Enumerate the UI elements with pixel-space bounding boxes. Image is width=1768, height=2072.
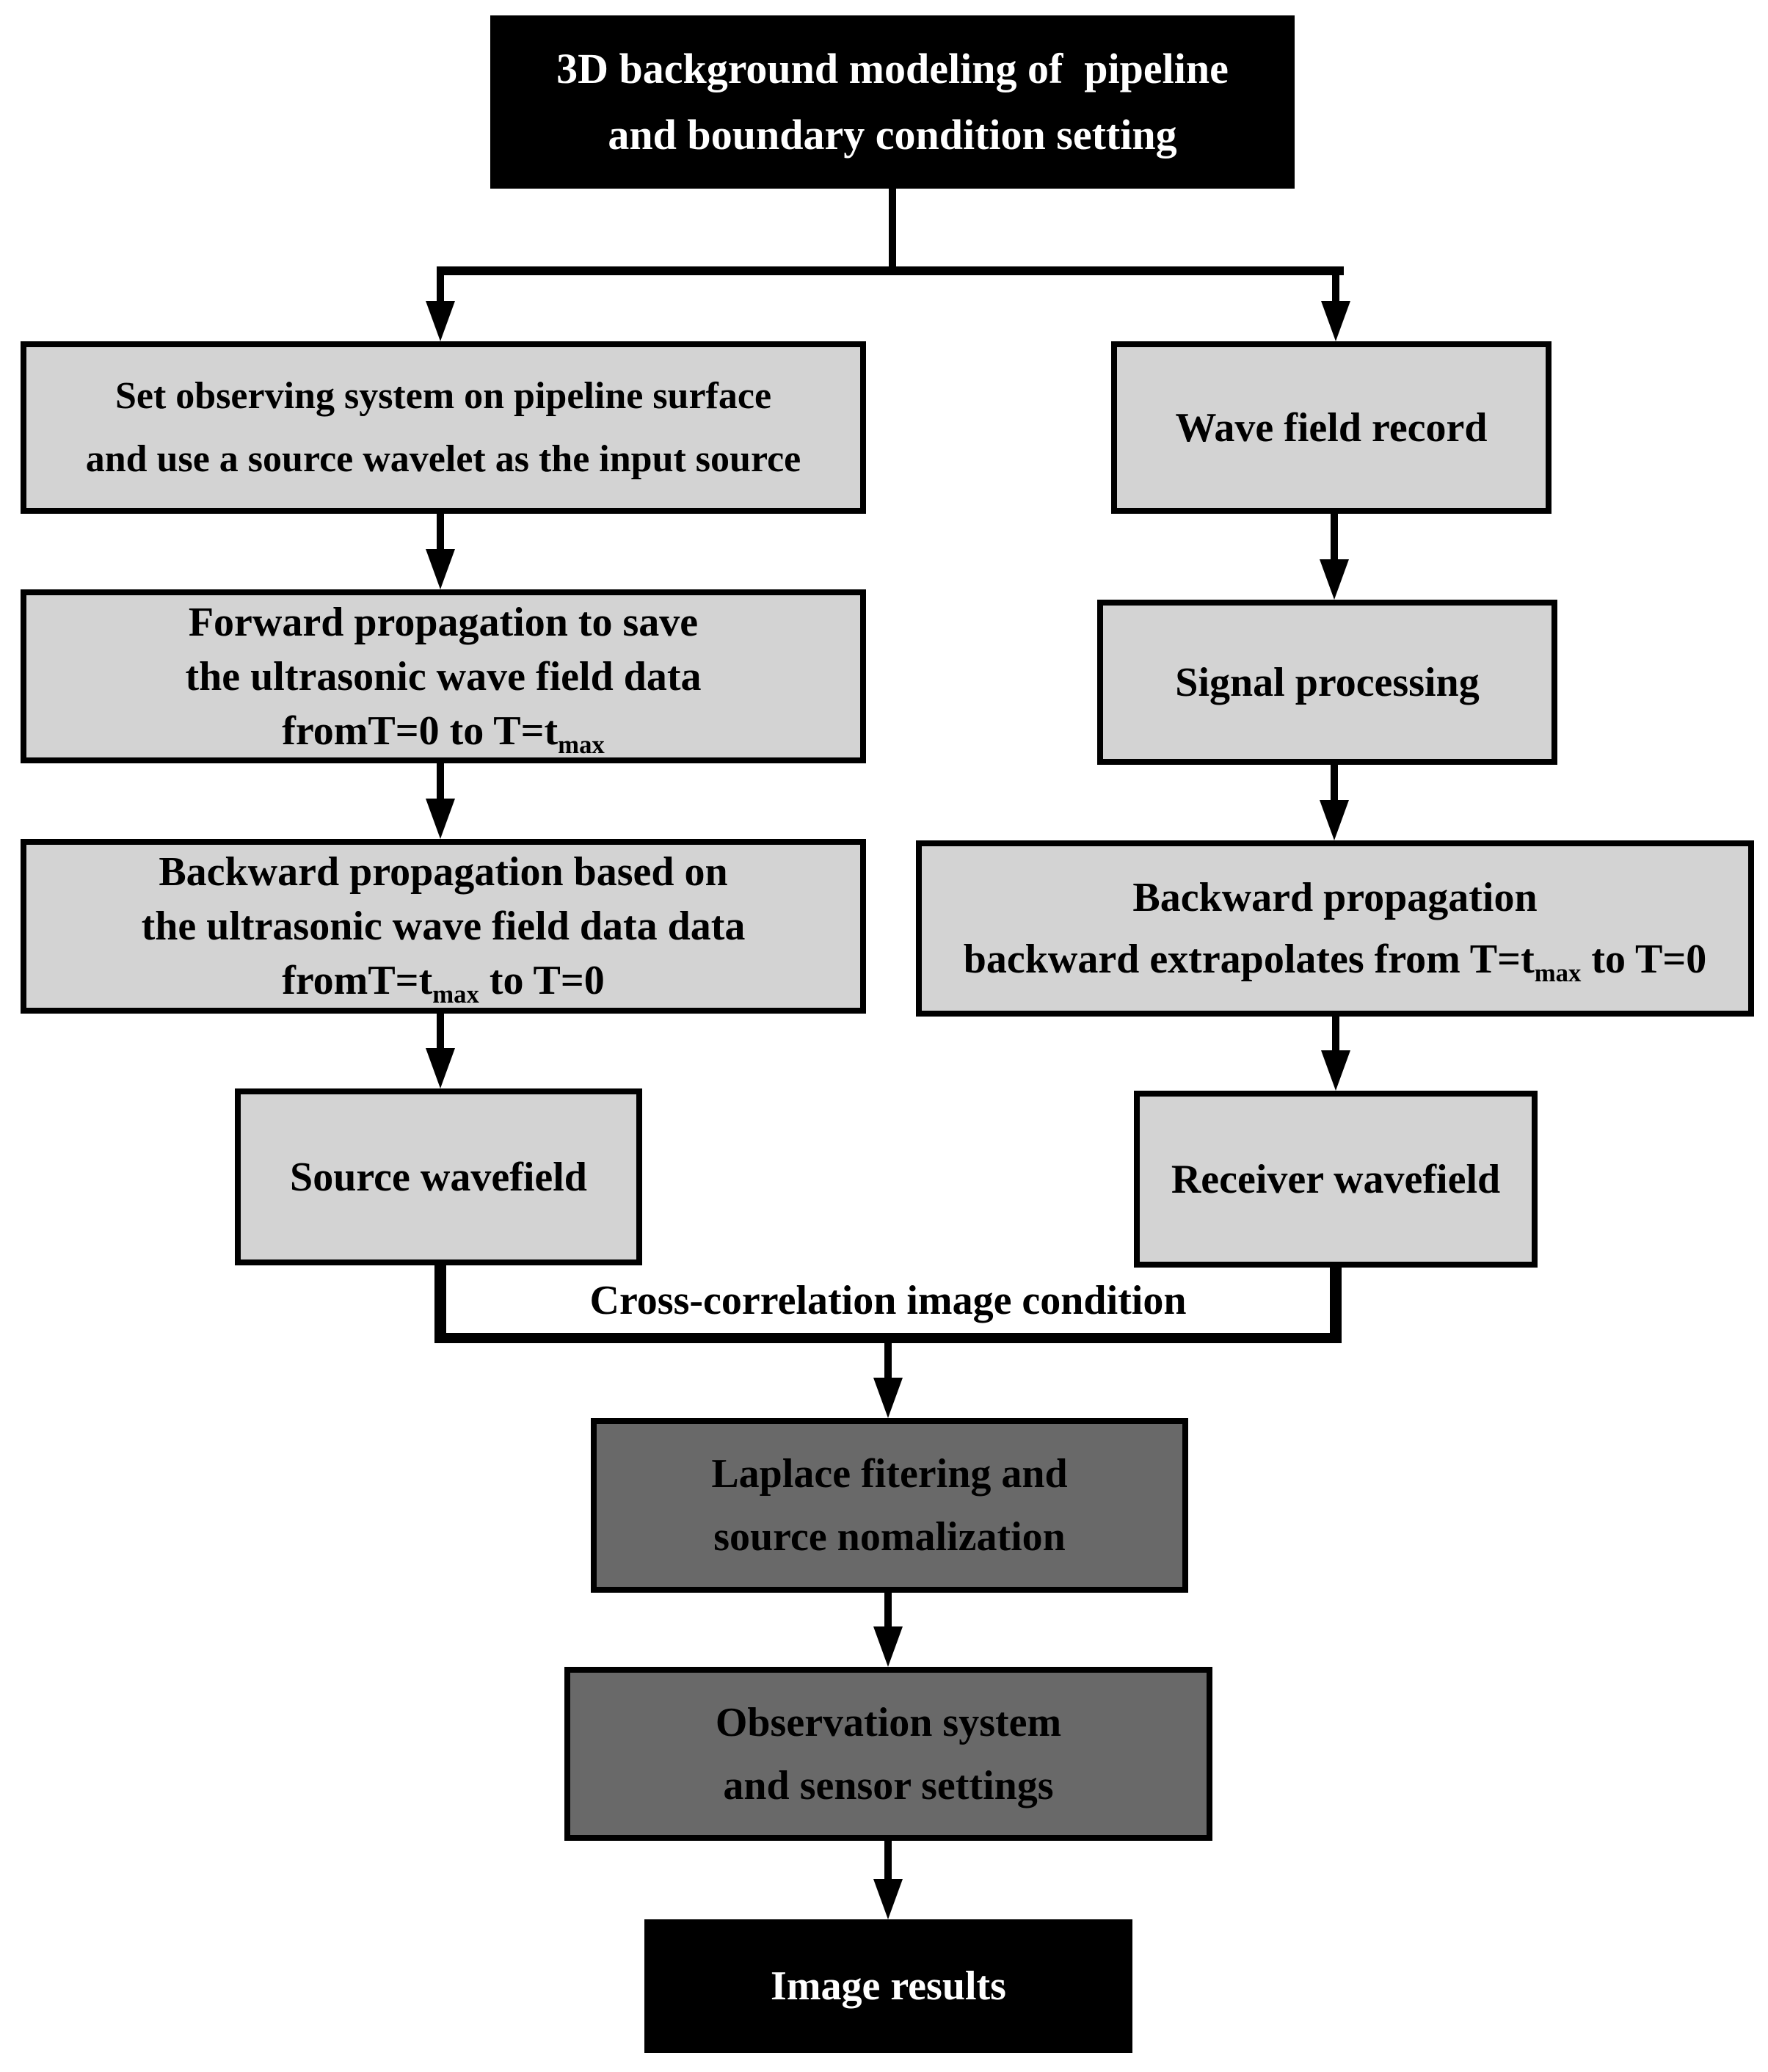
forward-line3: fromT=0 to T=tmax xyxy=(282,704,605,758)
arrowhead-to-forward xyxy=(426,549,455,589)
arrowhead-to-observing xyxy=(426,301,455,341)
backward-right-line2: backward extrapolates from T=tmax to T=0 xyxy=(964,928,1707,990)
backward-left-line3-sub: max xyxy=(432,980,479,1009)
arrowhead-to-observation xyxy=(873,1626,903,1667)
arrowhead-to-backward-right xyxy=(1320,800,1349,840)
forward-line1: Forward propagation to save xyxy=(188,599,699,645)
connector-source-to-bar xyxy=(434,1265,446,1343)
node-signal-processing: Signal processing xyxy=(1097,600,1557,765)
observing-line2: and use a source wavelet as the input so… xyxy=(85,437,801,480)
connector-observation-to-results xyxy=(884,1841,892,1881)
connector-split-left-drop xyxy=(437,266,444,303)
connector-laplace-to-observation xyxy=(884,1593,892,1629)
receiver-wavefield-label: Receiver wavefield xyxy=(1171,1156,1501,1202)
connector-forward-to-backward xyxy=(437,763,444,801)
laplace-line2: source nomalization xyxy=(713,1514,1066,1560)
observing-line1: Set observing system on pipeline surface xyxy=(114,374,772,417)
arrowhead-to-laplace xyxy=(873,1378,903,1418)
forward-line3-pre: fromT=0 to T=t xyxy=(282,708,559,754)
backward-right-line2-pre: backward extrapolates from T=t xyxy=(963,937,1535,982)
node-backward-propagation-left: Backward propagation based on the ultras… xyxy=(21,839,866,1014)
forward-line2: the ultrasonic wave field data xyxy=(185,653,702,699)
backward-right-line2-post: to T=0 xyxy=(1581,937,1707,982)
backward-left-line3: fromT=tmax to T=0 xyxy=(282,953,605,1008)
title-line2: and boundary condition setting xyxy=(608,111,1177,159)
connector-signal-to-backward xyxy=(1331,765,1338,803)
node-laplace-filtering: Laplace fitering and source nomalization xyxy=(591,1418,1188,1593)
wave-record-label: Wave field record xyxy=(1175,404,1488,451)
backward-left-line3-pre: fromT=t xyxy=(282,958,433,1003)
label-cross-correlation: Cross-correlation image condition xyxy=(589,1278,1187,1323)
connector-merge-bar xyxy=(434,1333,1342,1343)
node-source-wavefield: Source wavefield xyxy=(235,1088,642,1265)
backward-right-line1: Backward propagation xyxy=(1132,875,1538,920)
arrowhead-to-source-wavefield xyxy=(426,1048,455,1088)
node-forward-propagation: Forward propagation to save the ultrason… xyxy=(21,589,866,763)
connector-observing-to-forward xyxy=(437,514,444,552)
connector-receiver-to-bar xyxy=(1330,1268,1342,1343)
arrowhead-to-wave-record xyxy=(1321,301,1350,341)
node-3d-background-modeling: 3D background modeling of pipeline and b… xyxy=(490,15,1295,189)
arrowhead-to-backward-left xyxy=(426,799,455,839)
node-observation-system: Observation system and sensor settings xyxy=(564,1667,1212,1841)
laplace-line1: Laplace fitering and xyxy=(711,1451,1068,1497)
title-line1: 3D background modeling of pipeline xyxy=(556,45,1229,92)
observation-line1: Observation system xyxy=(715,1699,1062,1745)
source-wavefield-label: Source wavefield xyxy=(290,1154,587,1200)
node-set-observing-system: Set observing system on pipeline surface… xyxy=(21,341,866,514)
arrowhead-to-image-results xyxy=(873,1879,903,1919)
node-wave-field-record: Wave field record xyxy=(1111,341,1551,514)
node-backward-propagation-right: Backward propagation backward extrapolat… xyxy=(916,840,1754,1017)
connector-bar-to-laplace xyxy=(884,1343,892,1380)
connector-title-stem xyxy=(889,187,896,271)
connector-backward-to-receiver xyxy=(1332,1017,1339,1053)
forward-line3-sub: max xyxy=(558,730,605,759)
image-results-label: Image results xyxy=(771,1963,1006,2009)
connector-backward-to-source xyxy=(437,1014,444,1050)
backward-left-line3-post: to T=0 xyxy=(479,958,605,1003)
backward-left-line1: Backward propagation based on xyxy=(159,849,728,895)
connector-split-right-drop xyxy=(1332,266,1339,303)
connector-split-bar xyxy=(437,266,1344,275)
backward-right-line2-sub: max xyxy=(1534,959,1582,988)
arrowhead-to-receiver-wavefield xyxy=(1321,1050,1350,1091)
node-image-results: Image results xyxy=(644,1919,1132,2053)
arrowhead-to-signal xyxy=(1320,559,1349,600)
signal-label: Signal processing xyxy=(1175,659,1480,705)
observation-line2: and sensor settings xyxy=(723,1762,1054,1809)
connector-record-to-signal xyxy=(1331,514,1338,562)
node-receiver-wavefield: Receiver wavefield xyxy=(1134,1091,1538,1268)
backward-left-line2: the ultrasonic wave field data data xyxy=(141,904,746,949)
